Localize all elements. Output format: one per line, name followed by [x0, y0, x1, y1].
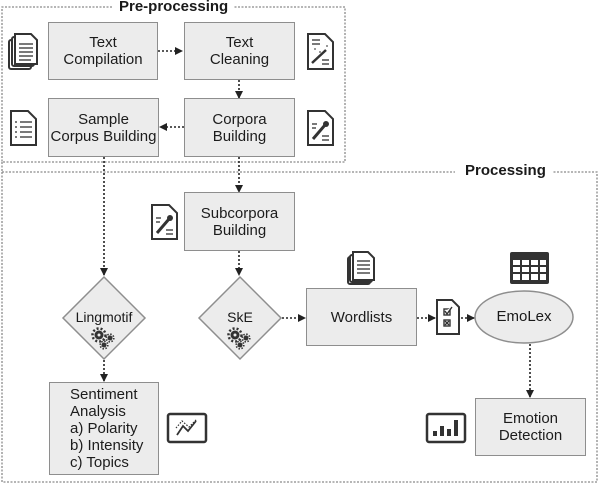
gears-icon: [227, 327, 251, 350]
text-cleaning-label: Text Cleaning: [209, 34, 270, 68]
lingmotif-label: Lingmotif: [75, 309, 133, 325]
text-cleaning-node[interactable]: Text Cleaning: [184, 22, 295, 80]
sample-corpus-building-node[interactable]: Sample Corpus Building: [48, 98, 159, 157]
gears-icon: [91, 327, 115, 350]
preprocessing-group-label: Pre-processing: [113, 0, 235, 15]
line-chart-icon: [166, 412, 208, 444]
sample-corpus-building-label: Sample Corpus Building: [50, 110, 157, 145]
emolex-ellipse[interactable]: [474, 290, 574, 344]
document-checklist-icon: [436, 299, 460, 335]
emotion-detection-node[interactable]: Emotion Detection: [475, 398, 586, 456]
sentiment-analysis-label: Sentiment Analysis a) Polarity b) Intens…: [70, 386, 144, 471]
wordlists-label: Wordlists: [330, 308, 393, 326]
emolex-label: EmoLex: [496, 308, 552, 325]
document-stack-icon: [347, 251, 375, 285]
subcorpora-building-node[interactable]: Subcorpora Building: [184, 192, 295, 251]
document-magic-wand-icon: [307, 33, 334, 70]
table-icon: [510, 252, 549, 284]
subcorpora-building-label: Subcorpora Building: [200, 204, 279, 239]
processing-group-border: [1, 162, 598, 483]
processing-group-label: Processing: [459, 162, 552, 179]
text-compilation-label: Text Compilation: [63, 34, 143, 68]
wordlists-node[interactable]: Wordlists: [306, 288, 417, 346]
document-wrench-icon: [151, 204, 178, 240]
emotion-detection-label: Emotion Detection: [498, 410, 563, 444]
document-list-icon: [10, 110, 37, 146]
document-stack-icon: [8, 33, 38, 70]
corpora-building-label: Corpora Building: [212, 110, 267, 145]
lingmotif-diamond[interactable]: [61, 275, 147, 361]
preprocessing-group-border: [1, 6, 346, 163]
ske-label: SkE: [227, 309, 253, 325]
text-compilation-node[interactable]: Text Compilation: [48, 22, 158, 80]
ske-diamond[interactable]: [197, 275, 283, 361]
document-wrench-icon: [307, 110, 334, 146]
bar-chart-icon: [425, 412, 467, 444]
corpora-building-node[interactable]: Corpora Building: [184, 98, 295, 157]
sentiment-analysis-node[interactable]: Sentiment Analysis a) Polarity b) Intens…: [49, 382, 159, 475]
